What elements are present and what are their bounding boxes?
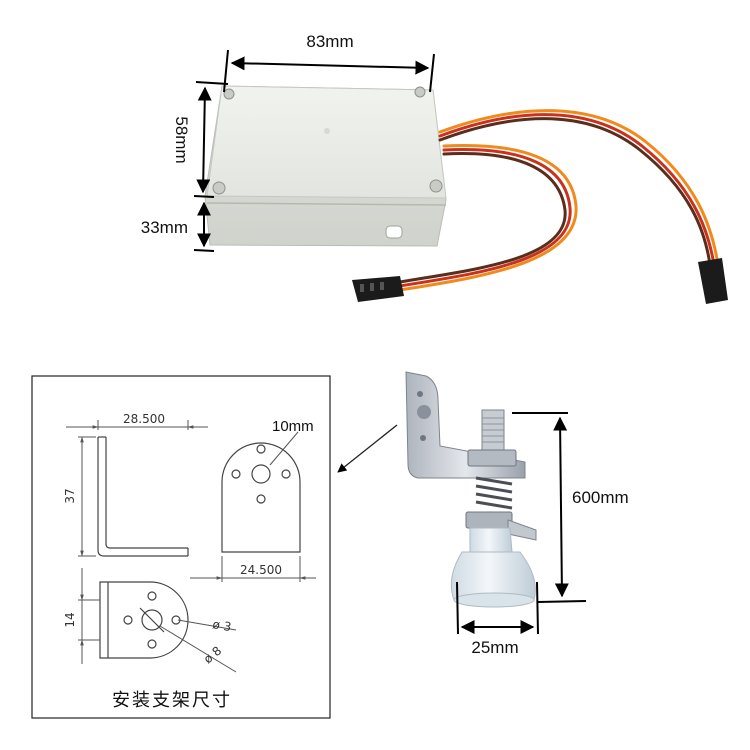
box-thickness-label: 33mm (141, 218, 188, 237)
flange-height-dimension (78, 568, 100, 664)
bracket-side-view (97, 436, 189, 557)
base-width-label: 24.500 (240, 563, 282, 577)
small-hole-dia-label: ø 3 (211, 617, 232, 634)
diameter-leaders (159, 619, 237, 673)
control-box (204, 85, 447, 247)
bracket-bottom-view (99, 581, 189, 659)
hole-size-label: 10mm (272, 418, 314, 435)
hole-leader (269, 431, 299, 466)
suction-cup-assembly (405, 371, 537, 608)
bracket-front-view (221, 442, 301, 553)
box-width-dimension: 83mm (223, 32, 435, 93)
bracket-height-label: 37 (63, 488, 77, 503)
bracket-length-label: 28.500 (123, 412, 165, 426)
box-height-dimension: 58mm (172, 81, 229, 198)
bracket-drawing-panel: 28.500 37 10mm 24.500 (31, 375, 331, 719)
cup-height-dimension: 600mm (512, 412, 629, 603)
box-thickness-dimension: 33mm (141, 201, 215, 252)
connector-left (352, 276, 404, 302)
box-height-label: 58mm (172, 116, 191, 163)
pointer-arrow (337, 424, 398, 473)
bracket-length-dimension (66, 420, 208, 430)
connector-right (698, 258, 728, 304)
base-width-dimension (190, 556, 316, 582)
cup-width-label: 25mm (471, 638, 518, 657)
box-width-label: 83mm (306, 32, 353, 51)
cup-width-dimension: 25mm (456, 581, 539, 657)
drawing-caption: 安装支架尺寸 (112, 690, 232, 711)
bracket-height-dimension (78, 436, 96, 557)
flange-height-label: 14 (63, 612, 77, 627)
cup-height-label: 600mm (572, 488, 629, 507)
servo-wires (398, 109, 720, 292)
